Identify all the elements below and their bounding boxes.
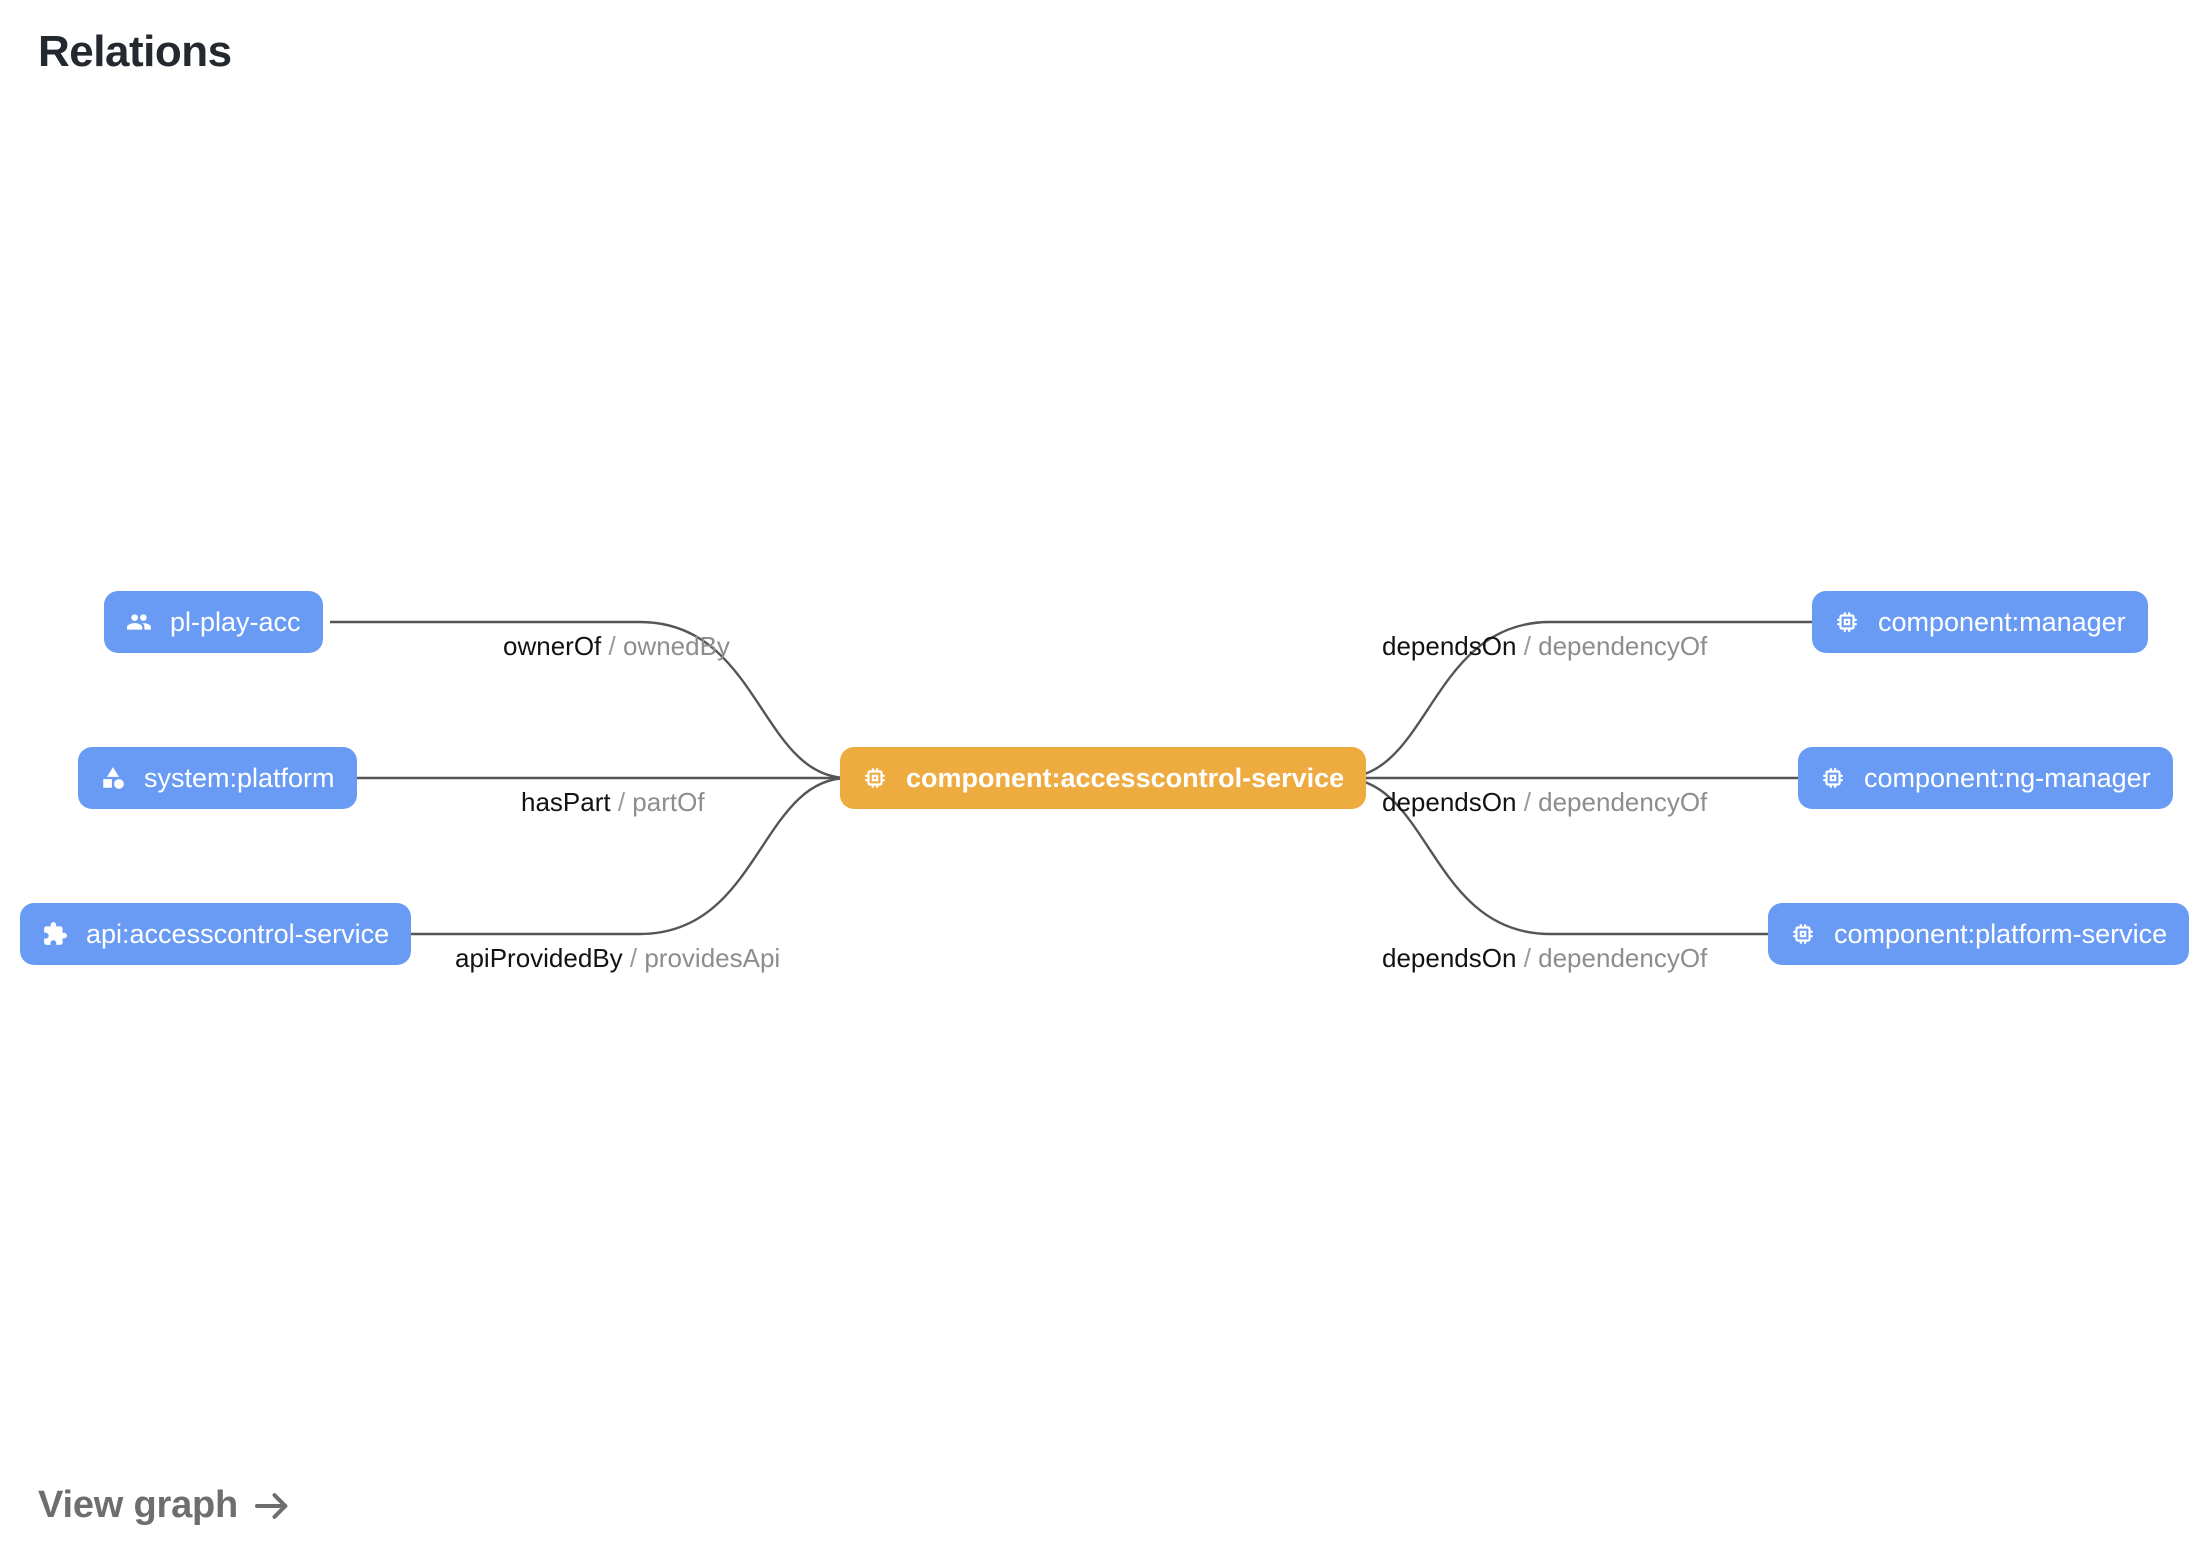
edge-label-separator: / bbox=[1523, 631, 1539, 661]
edge-apiProvidedBy bbox=[410, 776, 849, 936]
edge-label-forward: dependsOn bbox=[1382, 787, 1517, 817]
edge-ownerOf bbox=[330, 620, 849, 780]
graph-node-label: component:accesscontrol-service bbox=[906, 762, 1345, 793]
category-icon bbox=[100, 765, 126, 791]
graph-node-api-accesscontrol-service[interactable]: api:accesscontrol-service bbox=[20, 903, 412, 965]
relations-graph: ownerOf / ownedBy hasPart / partOf apiPr… bbox=[20, 591, 2190, 971]
group-icon bbox=[126, 609, 152, 635]
chip-icon bbox=[1834, 609, 1860, 635]
edge-label-separator: / bbox=[1523, 787, 1539, 817]
graph-node-component-manager[interactable]: component:manager bbox=[1812, 591, 2148, 653]
edge-label-forward: apiProvidedBy bbox=[455, 943, 623, 973]
edge-label-dependsOn-ng-manager: dependsOn / dependencyOf bbox=[1382, 789, 1707, 815]
graph-node-label: system:platform bbox=[144, 762, 335, 793]
edge-label-ownerOf: ownerOf / ownedBy bbox=[503, 633, 730, 659]
edge-label-forward: dependsOn bbox=[1382, 631, 1517, 661]
graph-node-label: component:platform-service bbox=[1834, 918, 2168, 949]
graph-node-label: pl-play-acc bbox=[170, 606, 301, 637]
graph-edges-layer bbox=[330, 620, 1812, 936]
puzzle-icon bbox=[42, 921, 68, 947]
graph-node-label: component:ng-manager bbox=[1864, 762, 2151, 793]
chip-icon bbox=[862, 765, 888, 791]
edge-label-separator: / bbox=[629, 943, 645, 973]
chip-icon bbox=[1790, 921, 1816, 947]
graph-node-label: component:manager bbox=[1878, 606, 2126, 637]
graph-node-component-platform-service[interactable]: component:platform-service bbox=[1768, 903, 2190, 965]
edge-label-reverse: providesApi bbox=[644, 943, 781, 973]
chip-icon bbox=[1820, 765, 1846, 791]
edge-label-forward: ownerOf bbox=[503, 631, 602, 661]
edge-label-forward: dependsOn bbox=[1382, 943, 1517, 973]
graph-node-label: api:accesscontrol-service bbox=[86, 918, 390, 949]
graph-node-pl-play-acc[interactable]: pl-play-acc bbox=[104, 591, 323, 653]
edge-label-separator: / bbox=[617, 787, 633, 817]
view-graph-label: View graph bbox=[38, 1484, 239, 1526]
edge-label-separator: / bbox=[608, 631, 623, 661]
edge-label-hasPart: hasPart / partOf bbox=[521, 789, 705, 815]
edge-label-reverse: dependencyOf bbox=[1538, 943, 1708, 973]
edge-dependsOn-manager bbox=[1341, 620, 1812, 780]
graph-node-system-platform[interactable]: system:platform bbox=[78, 747, 357, 809]
graph-node-component-ng-manager[interactable]: component:ng-manager bbox=[1798, 747, 2173, 809]
edge-label-separator: / bbox=[1523, 943, 1539, 973]
edge-label-reverse: dependencyOf bbox=[1538, 787, 1708, 817]
edge-label-reverse: ownedBy bbox=[622, 631, 730, 661]
edge-label-dependsOn-manager: dependsOn / dependencyOf bbox=[1382, 633, 1707, 659]
edge-label-reverse: dependencyOf bbox=[1538, 631, 1708, 661]
view-graph-link[interactable]: View graph bbox=[38, 1484, 292, 1527]
edge-dependsOn-platform-service bbox=[1341, 776, 1768, 936]
graph-node-component-accesscontrol-service[interactable]: component:accesscontrol-service bbox=[840, 747, 1367, 809]
arrow-right-icon bbox=[252, 1486, 292, 1526]
edge-label-dependsOn-platform-service: dependsOn / dependencyOf bbox=[1382, 945, 1707, 971]
edge-label-forward: hasPart bbox=[521, 787, 611, 817]
edge-label-reverse: partOf bbox=[632, 787, 705, 817]
page-title: Relations bbox=[38, 27, 232, 76]
edge-label-apiProvidedBy: apiProvidedBy / providesApi bbox=[455, 945, 780, 971]
